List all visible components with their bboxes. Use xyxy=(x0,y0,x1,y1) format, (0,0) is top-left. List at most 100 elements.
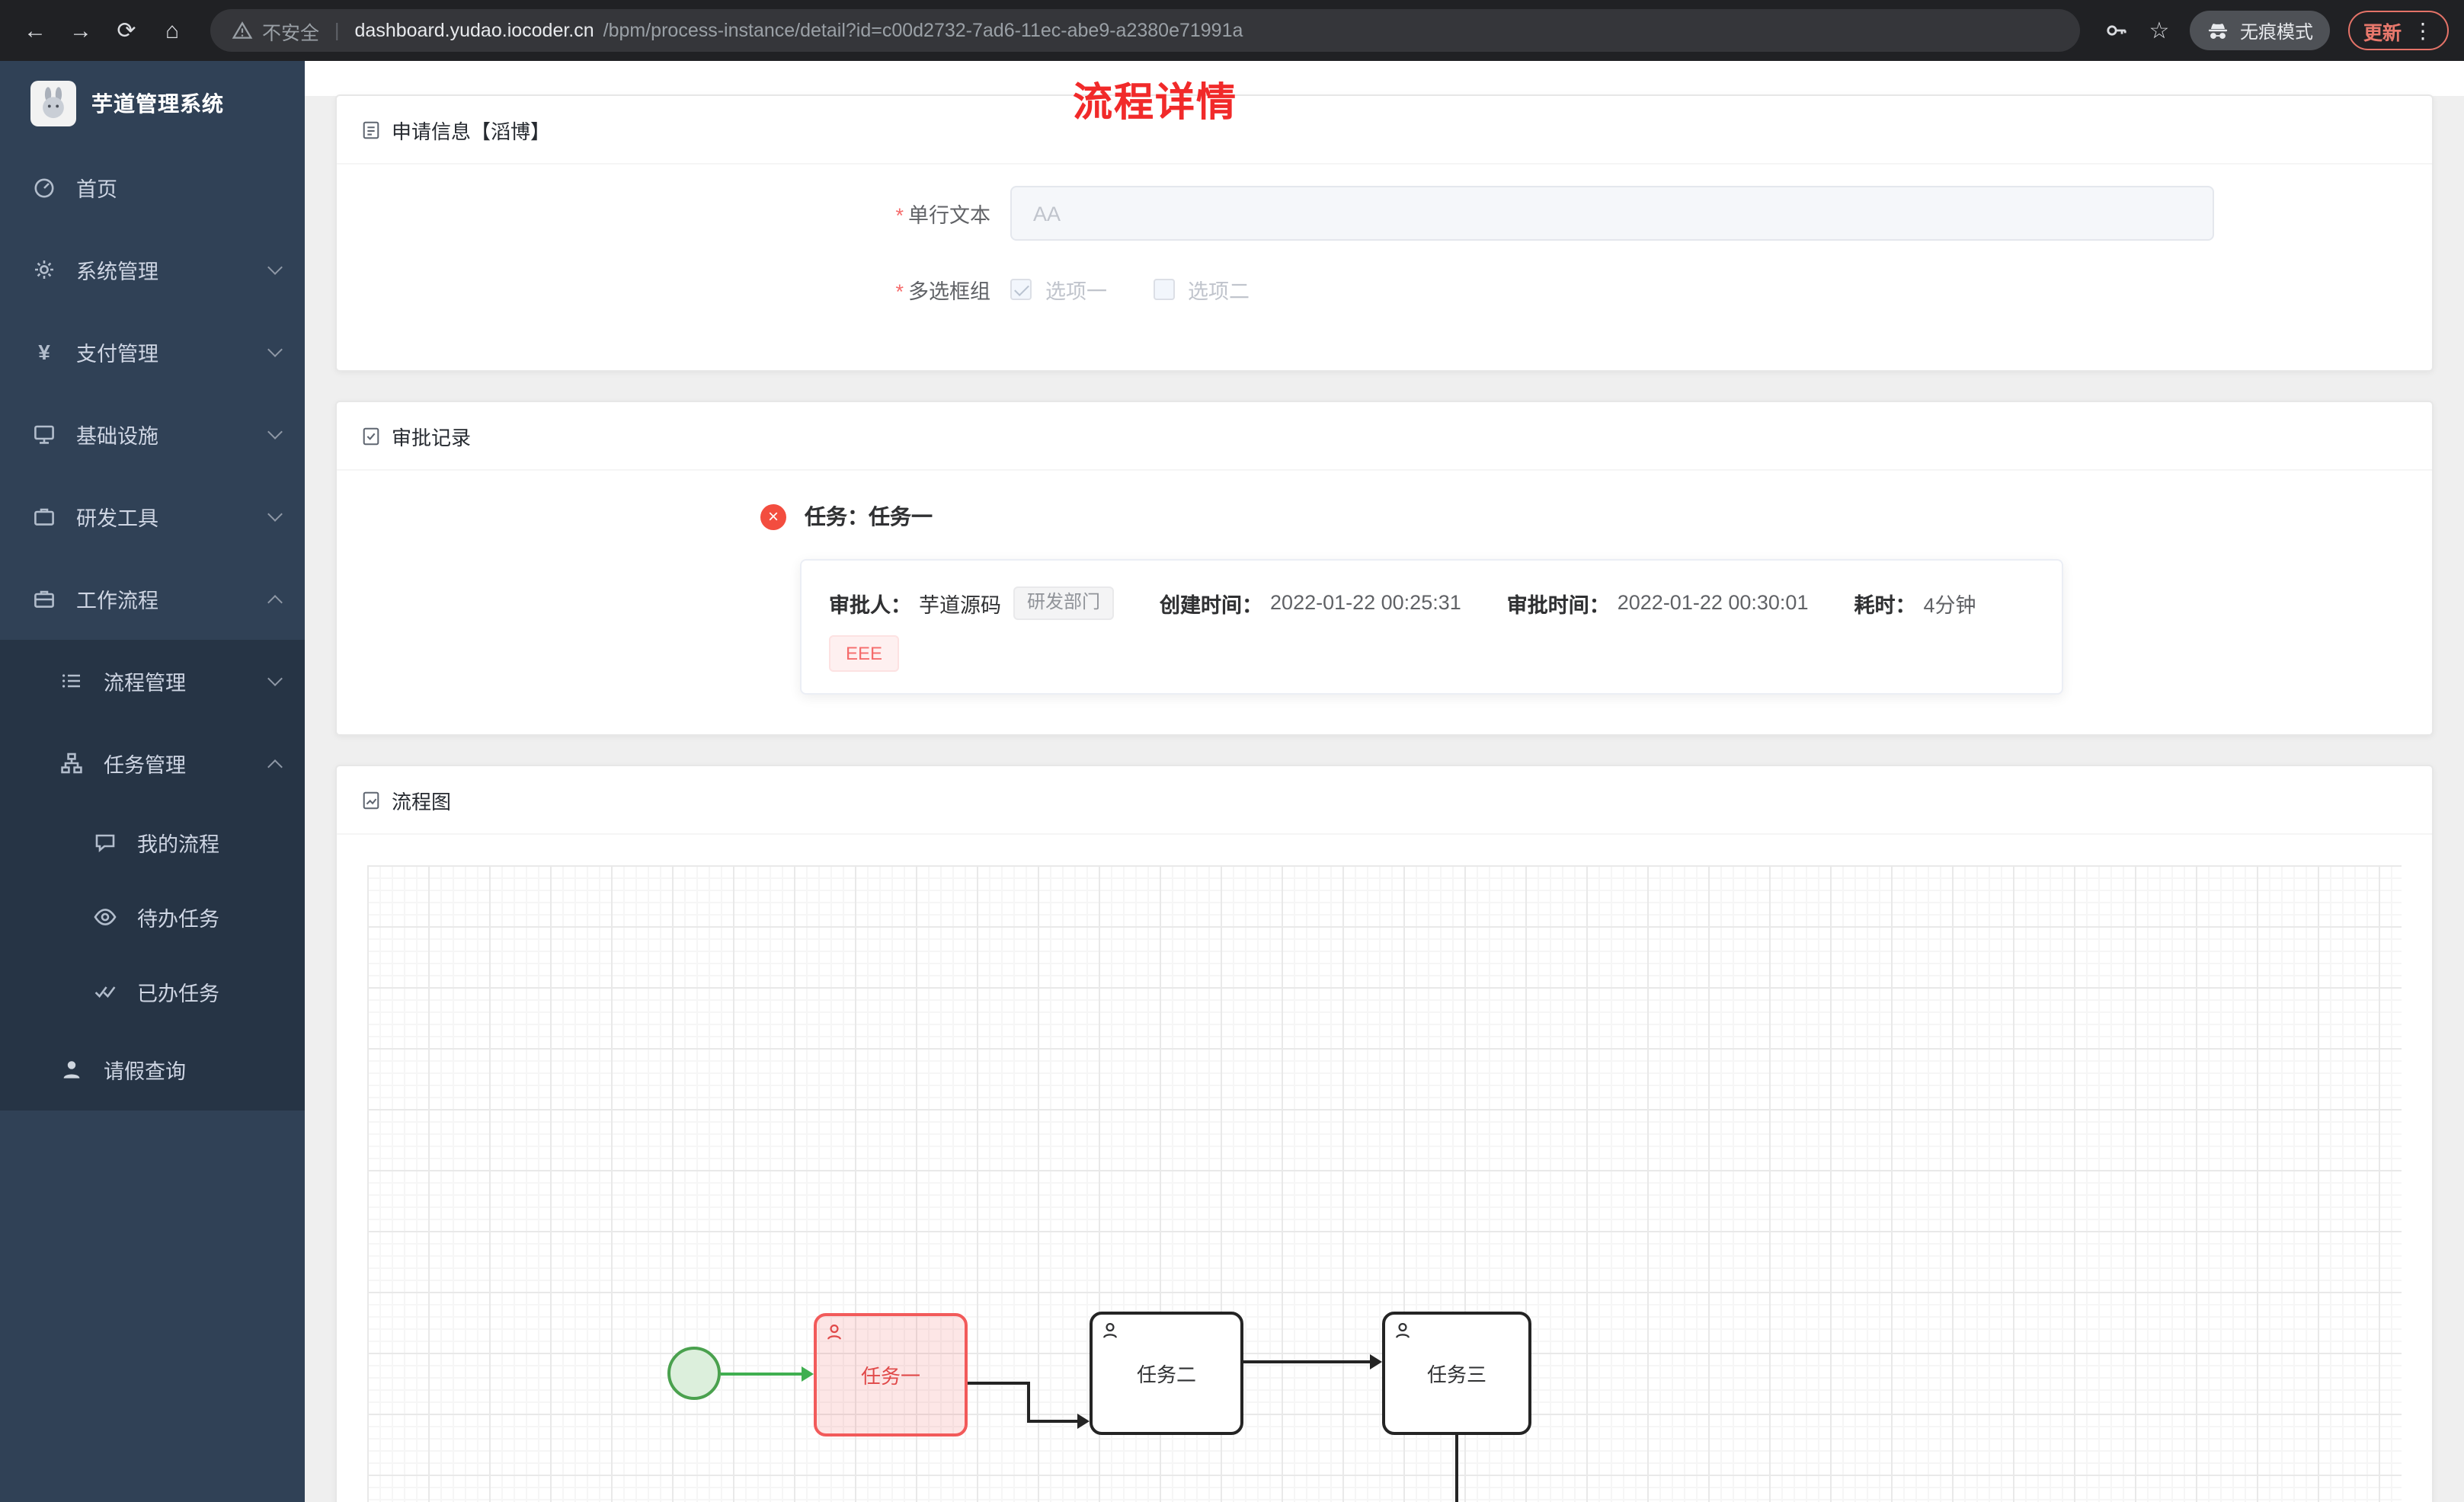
tree-icon xyxy=(58,751,85,775)
approve-time-group: 审批时间： 2022-01-22 00:30:01 xyxy=(1507,588,1809,618)
sequence-flow-start xyxy=(721,1373,802,1376)
error-icon: × xyxy=(760,503,786,529)
chevron-down-icon xyxy=(267,342,283,357)
task-node-label: 任务一 xyxy=(860,1365,920,1388)
checkbox-group-row: *多选框组 选项一 选项二 xyxy=(337,274,2432,305)
chat-icon xyxy=(91,829,119,854)
forward-icon[interactable]: → xyxy=(69,18,92,43)
page-title: 流程详情 xyxy=(1072,79,1238,125)
approve-time-value: 2022-01-22 00:30:01 xyxy=(1617,591,1809,615)
sidebar-item-label: 首页 xyxy=(76,178,117,201)
task-node-2: 任务二 xyxy=(1090,1312,1243,1435)
sidebar-item-label: 基础设施 xyxy=(76,425,158,448)
sidebar-item-infrastructure[interactable]: 基础设施 xyxy=(0,393,305,475)
sidebar: 芋道管理系统 首页 系统管理 ¥ xyxy=(0,61,305,1502)
approve-time-label: 审批时间： xyxy=(1506,593,1610,617)
user-icon xyxy=(58,1057,85,1082)
process-diagram-card-title: 流程图 xyxy=(392,791,452,813)
checkbox-icon xyxy=(1010,279,1032,300)
sidebar-item-label: 待办任务 xyxy=(137,907,219,930)
incognito-label: 无痕模式 xyxy=(2239,21,2313,42)
field-label: *单行文本 xyxy=(895,204,990,227)
task-node-label: 任务二 xyxy=(1136,1363,1196,1386)
update-label: 更新 xyxy=(2363,22,2402,43)
sidebar-item-todo-tasks[interactable]: 待办任务 xyxy=(0,879,305,954)
diagram-icon xyxy=(363,791,379,810)
dept-tag: 研发部门 xyxy=(1013,586,1115,620)
apply-info-card-header: 申请信息【滔博】 xyxy=(337,96,2432,165)
sidebar-item-label: 请假查询 xyxy=(104,1060,186,1083)
sidebar-item-my-processes[interactable]: 我的流程 xyxy=(0,804,305,879)
chevron-up-icon xyxy=(267,759,283,774)
content-top-strip xyxy=(305,61,2464,96)
sequence-flow-1-2 xyxy=(1027,1420,1077,1423)
menu-dots-icon[interactable]: ⋮ xyxy=(2412,18,2434,42)
checkbox-option-1: 选项一 xyxy=(1010,274,1107,305)
checkbox-label: 选项二 xyxy=(1188,280,1250,303)
back-icon[interactable]: ← xyxy=(24,18,46,43)
sidebar-item-label: 我的流程 xyxy=(137,832,219,855)
duration-label: 耗时： xyxy=(1854,593,1916,617)
logo-avatar xyxy=(30,81,76,126)
address-bar[interactable]: 不安全 | dashboard.yudao.iocoder.cn/bpm/pro… xyxy=(210,9,2080,52)
checkbox-option-2: 选项二 xyxy=(1153,274,1250,305)
sequence-flow-3-down xyxy=(1455,1435,1458,1502)
sidebar-item-label: 工作流程 xyxy=(76,590,158,612)
checkbox-group: 选项一 选项二 xyxy=(1010,274,1250,305)
app-logo: 芋道管理系统 xyxy=(0,61,305,146)
key-icon[interactable] xyxy=(2098,12,2135,49)
approver-group: 审批人： 芋道源码 研发部门 xyxy=(829,586,1115,620)
sidebar-item-payment[interactable]: ¥ 支付管理 xyxy=(0,311,305,393)
sidebar-item-workflow[interactable]: 工作流程 xyxy=(0,558,305,640)
app-title: 芋道管理系统 xyxy=(91,91,224,116)
address-separator: | xyxy=(334,20,340,41)
sidebar-item-leave-query[interactable]: 请假查询 xyxy=(0,1028,305,1111)
approval-record-card: 审批记录 × 任务：任务一 审批人： 芋道源码 研发部门 xyxy=(335,401,2434,736)
sidebar-item-system[interactable]: 系统管理 xyxy=(0,228,305,311)
update-button[interactable]: 更新 ⋮ xyxy=(2347,11,2449,50)
user-task-icon xyxy=(827,1324,841,1340)
apply-info-card: 申请信息【滔博】 *单行文本 AA *多选框组 xyxy=(335,94,2434,372)
sidebar-item-label: 支付管理 xyxy=(76,343,158,366)
create-time-value: 2022-01-22 00:25:31 xyxy=(1270,591,1461,615)
sidebar-item-home[interactable]: 首页 xyxy=(0,146,305,228)
arrowhead-icon xyxy=(802,1366,814,1382)
task-node-label: 任务三 xyxy=(1426,1363,1486,1386)
bpmn-canvas[interactable]: 任务一 任务二 xyxy=(367,865,2402,1502)
url-path: /bpm/process-instance/detail?id=c00d2732… xyxy=(603,20,1243,41)
single-line-text-input: AA xyxy=(1010,186,2214,241)
approver-name: 芋道源码 xyxy=(919,593,1001,617)
sidebar-item-process-management[interactable]: 流程管理 xyxy=(0,640,305,722)
input-value: AA xyxy=(1033,202,1061,225)
refresh-icon[interactable]: ⟳ xyxy=(117,18,136,44)
apply-info-card-title: 申请信息【滔博】 xyxy=(392,120,551,143)
field-label: *多选框组 xyxy=(895,280,990,303)
chevron-up-icon xyxy=(267,594,283,609)
required-mark: * xyxy=(895,204,904,227)
gear-icon xyxy=(30,257,58,282)
browser-toolbar: ← → ⟳ ⌂ 不安全 | dashboard.yudao.iocoder.cn… xyxy=(0,0,2464,61)
home-icon[interactable]: ⌂ xyxy=(165,18,180,43)
star-icon[interactable]: ☆ xyxy=(2149,18,2170,44)
checkbox-label: 选项一 xyxy=(1045,280,1107,303)
chevron-down-icon xyxy=(267,671,283,686)
process-diagram-card: 流程图 任务一 xyxy=(335,765,2434,1502)
security-label: 不安全 xyxy=(262,22,320,43)
double-check-icon xyxy=(91,979,119,1003)
sidebar-item-label: 任务管理 xyxy=(104,754,186,777)
chevron-down-icon xyxy=(267,260,283,275)
approver-label: 审批人： xyxy=(829,593,911,617)
eye-icon xyxy=(91,904,119,928)
task-title: 任务：任务一 xyxy=(805,504,933,529)
sidebar-item-done-tasks[interactable]: 已办任务 xyxy=(0,954,305,1028)
sidebar-item-task-management[interactable]: 任务管理 xyxy=(0,722,305,804)
chevron-down-icon xyxy=(267,507,283,522)
sidebar-item-devtools[interactable]: 研发工具 xyxy=(0,475,305,558)
briefcase-icon xyxy=(30,586,58,611)
comment-tag: EEE xyxy=(829,634,900,672)
task-row: × 任务：任务一 xyxy=(337,501,2432,532)
process-diagram-card-header: 流程图 xyxy=(337,766,2432,835)
arrowhead-icon xyxy=(1370,1354,1382,1369)
approval-record-card-header: 审批记录 xyxy=(337,402,2432,471)
sidebar-item-label: 已办任务 xyxy=(137,982,219,1005)
